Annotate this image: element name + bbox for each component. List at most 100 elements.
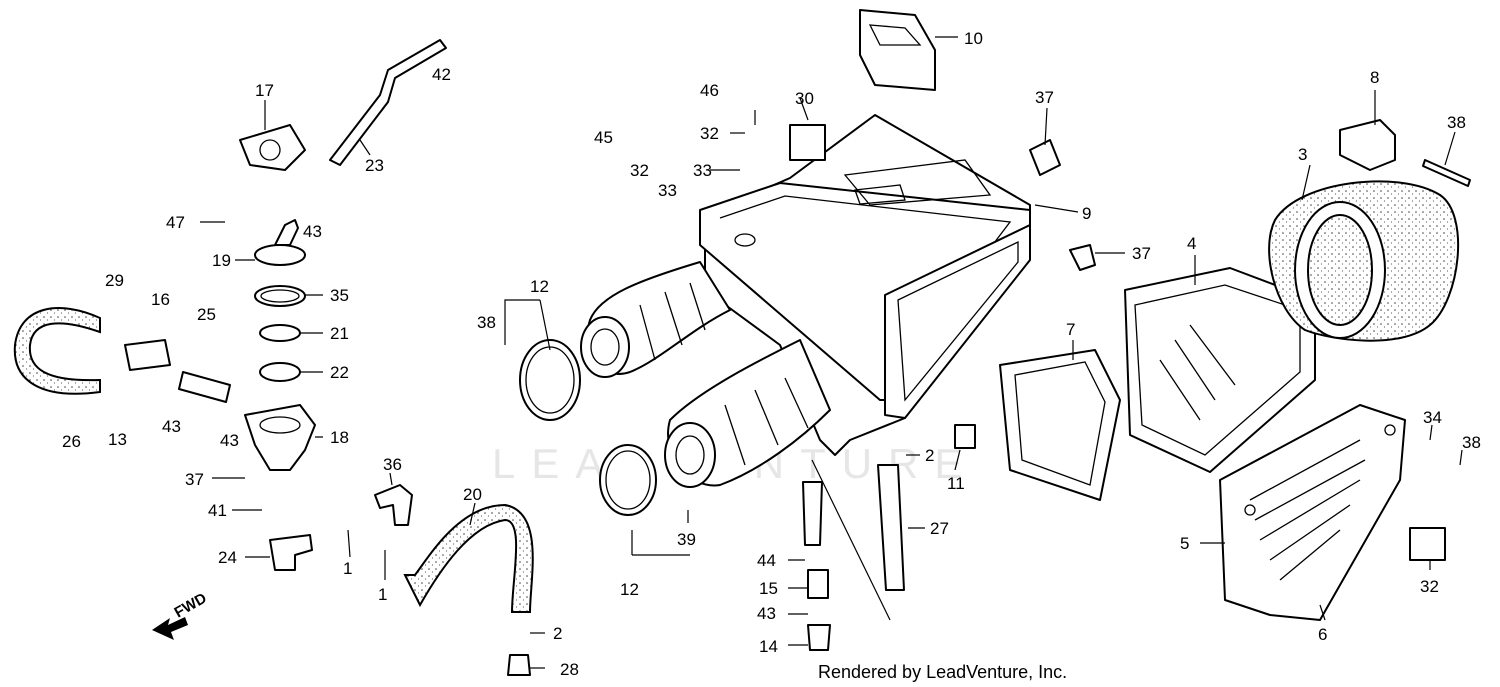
callout-43-mid: 43: [303, 222, 322, 241]
drain-tube-27: [877, 464, 905, 591]
leader-lines: [200, 36, 1463, 669]
callout-43-right: 43: [220, 431, 239, 450]
callout-26: 26: [62, 432, 81, 451]
callout-12-lower: 12: [620, 580, 639, 599]
label-30: [789, 124, 826, 161]
label-31: [1409, 527, 1446, 561]
element-frame: [1124, 267, 1316, 473]
callout-6: 6: [1318, 625, 1327, 644]
callout-46-right: 46: [700, 81, 719, 100]
housing-18: [244, 404, 316, 471]
drain-tube-45: [802, 481, 823, 546]
callout-47: 47: [166, 213, 185, 232]
plug-15: [807, 569, 829, 599]
callout-42: 41: [208, 501, 227, 520]
clip-37-upper: [1029, 139, 1061, 176]
callout-43-top: 42: [432, 65, 451, 84]
callout-labels: 10 9 37 37 4 3 8 38 7 5 6 32 34 38 27 2 …: [62, 29, 1481, 679]
callout-4: 4: [1187, 234, 1196, 253]
callout-43-left: 43: [162, 417, 181, 436]
callout-41: 38: [1447, 113, 1466, 132]
band-12-lower: [599, 444, 657, 516]
callout-23: 23: [365, 156, 384, 175]
intake-tube-lower: [664, 339, 831, 488]
cover-seal: [999, 349, 1121, 501]
callout-44: 43: [757, 604, 776, 623]
callout-18: 18: [330, 428, 349, 447]
callout-32-right: 32: [700, 124, 719, 143]
callout-5: 5: [1180, 534, 1189, 553]
callout-34: 34: [1423, 408, 1442, 427]
callout-1-left: 1: [343, 559, 352, 578]
callout-22: 22: [330, 363, 349, 382]
callout-7: 9: [1082, 204, 1091, 223]
callout-33-left: 33: [658, 181, 677, 200]
callout-32-left: 32: [630, 161, 649, 180]
callout-10: 10: [964, 29, 983, 48]
callout-27: 27: [930, 519, 949, 538]
callout-38-lower: 39: [677, 530, 696, 549]
callout-20: 20: [463, 485, 482, 504]
breather-hose-26: [13, 307, 101, 395]
callout-15: 15: [759, 579, 778, 598]
plate-21: [259, 324, 301, 342]
clip-37-lower: [1069, 244, 1096, 271]
callout-19: 19: [212, 251, 231, 270]
pin-41: [1422, 159, 1471, 187]
credit-text: Rendered by LeadVenture, Inc.: [818, 662, 1067, 682]
callout-16: 16: [151, 290, 170, 309]
plug-28: [507, 654, 531, 676]
clip-10-duct: [859, 9, 936, 91]
callout-17: 17: [255, 81, 274, 100]
callout-9: 8: [1370, 68, 1379, 87]
callout-1-right: 1: [378, 585, 387, 604]
joint-16: [124, 339, 171, 371]
callout-31: 32: [1420, 577, 1439, 596]
callout-3: 3: [1298, 145, 1307, 164]
callout-12-upper: 12: [530, 277, 549, 296]
callout-2-upper: 2: [925, 446, 934, 465]
mount-9: [1339, 119, 1396, 171]
callout-11: 11: [947, 474, 965, 493]
breather-tube-upper: [329, 39, 447, 166]
callout-30: 30: [795, 89, 814, 108]
cap-24: [269, 534, 313, 571]
callout-13: 13: [108, 430, 127, 449]
callout-8: 7: [1066, 320, 1075, 339]
callout-37-upper: 37: [1035, 88, 1054, 107]
air-cleaner-case: [699, 114, 1031, 456]
hose-20: [403, 503, 534, 613]
ring-35: [254, 285, 306, 307]
forward-arrow-icon: [152, 617, 188, 640]
callout-46-left: 45: [594, 128, 613, 147]
callout-28: 28: [560, 660, 579, 679]
callout-39: 37: [185, 470, 204, 489]
tube-25: [178, 371, 231, 403]
callout-2-lower: 2: [553, 624, 562, 643]
callout-24: 24: [218, 548, 237, 567]
disc-22: [259, 362, 301, 382]
callout-45: 44: [757, 551, 776, 570]
callout-21: 21: [330, 324, 349, 343]
callout-14: 14: [759, 637, 778, 656]
air-cleaner-cover: [1219, 404, 1406, 621]
air-filter-element: [1268, 180, 1460, 342]
callout-29: 29: [105, 271, 124, 290]
block-11: [954, 424, 976, 449]
bracket-17: [239, 124, 306, 171]
callout-33-right: 33: [693, 161, 712, 180]
drain-cap-19: [254, 219, 306, 266]
elbow-36: [374, 484, 413, 526]
callout-38-upper: 38: [477, 313, 496, 332]
callout-35: 35: [330, 286, 349, 305]
band-12-upper: [519, 339, 581, 421]
callout-25: 25: [197, 305, 216, 324]
callout-36: 36: [383, 455, 402, 474]
intake-tube-upper: [580, 261, 731, 378]
plug-14: [807, 624, 831, 651]
fwd-label: FWD: [172, 590, 210, 622]
callout-40: 38: [1462, 433, 1481, 452]
callout-37-lower: 37: [1132, 244, 1151, 263]
